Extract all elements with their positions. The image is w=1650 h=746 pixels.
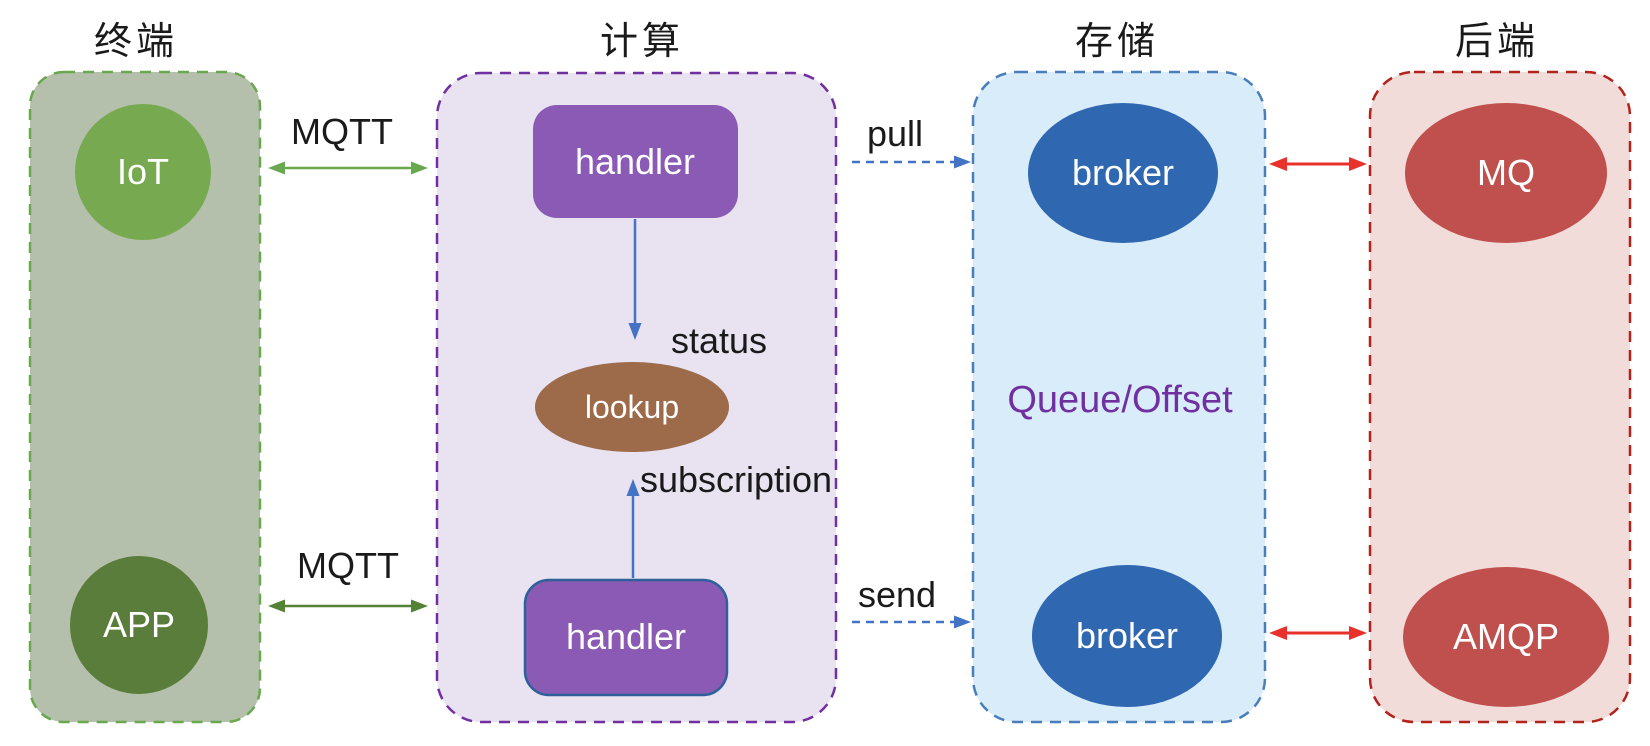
node-broker-bottom-label: broker [1075,615,1179,656]
edge-status-arrow [628,219,642,340]
node-mq-ellipse [1405,103,1607,243]
node-handler-bottom-label: handler [565,616,687,657]
node-amqp-ellipse [1403,567,1609,707]
edge-subscription-arrow [626,479,640,578]
edge-mqtt-top-label: MQTT [291,111,393,152]
node-broker-top-label: broker [1071,152,1175,193]
edge-pull-label: pull [866,113,924,154]
node-app-circle [70,556,208,694]
edge-status-label: status [670,320,768,361]
storage-annotation-label: Queue/Offset [1007,379,1233,421]
node-lookup-ellipse [535,362,729,452]
edge-broker-amqp-arrow [1269,626,1367,640]
node-broker-bottom-ellipse [1032,565,1222,707]
node-app-label: APP [102,604,176,645]
edge-pull-arrow [852,155,971,169]
node-amqp-label: AMQP [1452,616,1560,657]
lane-title-storage: 存储 [1074,21,1160,63]
lane-terminal-box [28,70,262,724]
edge-mqtt-bottom-label: MQTT [297,545,399,586]
edge-subscription-label: subscription [639,459,833,500]
node-handler-bottom-rect [523,578,729,697]
lane-storage-box [971,70,1267,724]
node-lookup-label: lookup [584,389,680,425]
node-handler-top-rect [533,105,738,218]
lane-title-backend: 后端 [1454,21,1540,63]
lane-title-compute: 计算 [599,21,685,63]
edge-mqtt-top-arrow [268,161,428,175]
node-mq-label: MQ [1477,152,1535,193]
node-iot-label: IoT [116,151,170,192]
node-broker-top-ellipse [1028,103,1218,243]
node-iot-circle [75,104,211,240]
edge-send-arrow [852,615,971,629]
node-handler-top-label: handler [574,141,696,182]
edge-broker-mq-arrow [1269,157,1367,171]
lane-title-terminal: 终端 [93,21,179,63]
edge-mqtt-bottom-arrow [268,599,428,613]
lane-backend-box [1368,70,1632,724]
edge-send-label: send [857,574,937,615]
